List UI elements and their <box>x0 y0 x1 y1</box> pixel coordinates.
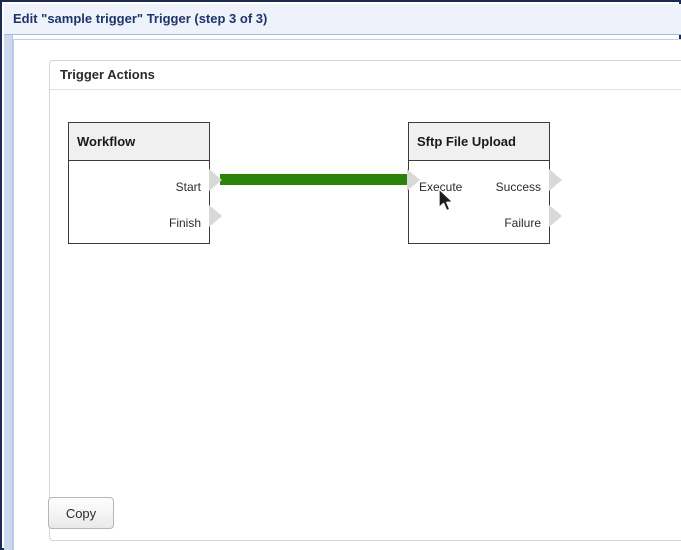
port-sftp-failure[interactable]: Failure <box>504 216 541 230</box>
node-sftp-header: Sftp File Upload <box>409 123 549 161</box>
node-workflow-header: Workflow <box>69 123 209 161</box>
node-workflow-body: Start Finish <box>69 161 209 281</box>
port-workflow-finish[interactable]: Finish <box>168 216 201 230</box>
window-left-gutter <box>4 4 13 550</box>
node-sftp-file-upload[interactable]: Sftp File Upload Execute Success Failure <box>408 122 550 244</box>
port-chevron-success-icon[interactable] <box>549 169 562 191</box>
port-chevron-execute-icon[interactable] <box>407 169 420 191</box>
trigger-actions-title: Trigger Actions <box>60 67 155 82</box>
dialog-titlebar: Edit "sample trigger" Trigger (step 3 of… <box>4 4 681 35</box>
port-sftp-success[interactable]: Success <box>495 180 541 194</box>
port-chevron-finish-icon[interactable] <box>209 205 222 227</box>
connector-start-to-execute[interactable] <box>220 174 410 185</box>
node-workflow-title: Workflow <box>77 134 136 149</box>
dialog-title: Edit "sample trigger" Trigger (step 3 of… <box>13 11 268 26</box>
port-chevron-start-icon[interactable] <box>209 169 222 191</box>
trigger-actions-divider <box>50 89 681 90</box>
workflow-canvas[interactable]: Workflow Start Finish Sftp File Upload E… <box>50 90 681 540</box>
port-workflow-start[interactable]: Start <box>175 180 201 194</box>
copy-button[interactable]: Copy <box>48 497 114 529</box>
node-workflow[interactable]: Workflow Start Finish <box>68 122 210 244</box>
node-sftp-title: Sftp File Upload <box>417 134 516 149</box>
port-sftp-execute[interactable]: Execute <box>419 180 463 194</box>
port-chevron-failure-icon[interactable] <box>549 205 562 227</box>
node-sftp-body: Execute Success Failure <box>409 161 549 281</box>
